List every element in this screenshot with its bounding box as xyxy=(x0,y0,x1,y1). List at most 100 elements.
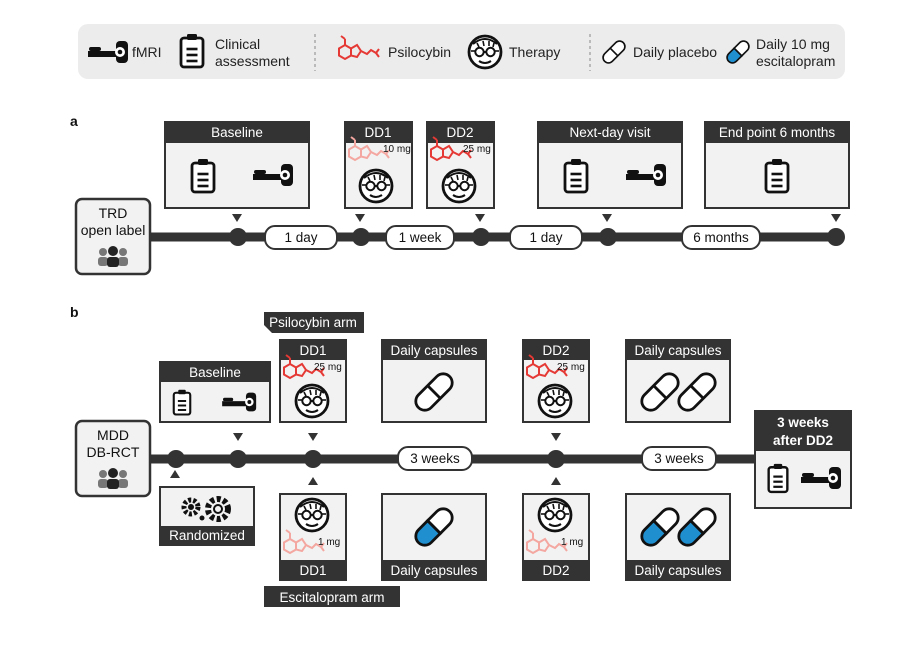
marker-arrow xyxy=(831,214,841,222)
marker-arrow xyxy=(602,214,612,222)
timeline-node xyxy=(304,450,322,468)
legend-escitalopram-line2: escitalopram xyxy=(756,53,835,69)
dd2-header xyxy=(523,340,589,360)
psilocybin-arm-tab xyxy=(264,312,364,333)
interval-label: 3 weeks xyxy=(410,451,460,466)
dd1-title: DD1 xyxy=(299,563,326,578)
timeline-node xyxy=(599,228,617,246)
interval-label: 1 day xyxy=(284,230,317,245)
marker-arrow xyxy=(170,470,180,478)
capsules-header xyxy=(382,340,486,360)
gears-icon xyxy=(181,496,231,522)
randomized-footer xyxy=(160,526,254,545)
clipboard-icon xyxy=(179,32,205,69)
mdd-start-box xyxy=(74,419,152,498)
clipboard-icon xyxy=(764,157,790,194)
therapist-face-icon xyxy=(441,168,477,204)
dd2-dose: 25 mg xyxy=(557,362,585,373)
interval-pill xyxy=(509,225,583,250)
dd1-header xyxy=(280,340,346,360)
clipboard-icon xyxy=(563,157,589,194)
randomized-title: Randomized xyxy=(169,528,245,543)
marker-arrow xyxy=(551,477,561,485)
legend-escitalopram-line1: Daily 10 mg xyxy=(756,36,830,52)
nextday-title: Next-day visit xyxy=(569,125,650,140)
legend: fMRI Clinical assessment Psilocybin Ther… xyxy=(78,24,845,79)
dd1-title: DD1 xyxy=(299,343,326,358)
marker-arrow xyxy=(308,477,318,485)
clipboard-icon xyxy=(767,462,789,494)
dd2-dose: 25 mg xyxy=(463,144,491,155)
marker-arrow xyxy=(232,214,242,222)
interval-pill xyxy=(264,225,338,250)
legend-fmri-label: fMRI xyxy=(132,44,162,60)
panel-a: a TRD open label Baseline DD1 10 mg DD2 … xyxy=(70,113,850,276)
legend-background xyxy=(78,24,845,79)
dd2-title: DD2 xyxy=(542,343,569,358)
dd2-title: DD2 xyxy=(542,563,569,578)
therapist-face-icon xyxy=(358,168,394,204)
dd1-dose: 10 mg xyxy=(383,144,411,155)
therapist-face-icon xyxy=(294,383,330,419)
timeline-node xyxy=(167,450,185,468)
baseline-title: Baseline xyxy=(211,125,263,140)
db-rct-label: DB-RCT xyxy=(87,444,140,460)
trd-start-box xyxy=(74,197,152,276)
mdd-label: MDD xyxy=(97,427,129,443)
interval-pill xyxy=(385,225,455,250)
interval-label: 1 day xyxy=(529,230,562,245)
panel-a-label: a xyxy=(70,113,78,129)
dd1-dose: 1 mg xyxy=(318,537,340,548)
endpoint-header xyxy=(705,122,849,143)
marker-arrow xyxy=(308,433,318,441)
therapist-face-icon xyxy=(537,383,573,419)
followup-title-line2: after DD2 xyxy=(773,433,833,448)
therapist-face-icon xyxy=(294,497,330,533)
interval-label: 6 months xyxy=(693,230,749,245)
therapist-face-icon xyxy=(467,34,503,70)
panel-b-label: b xyxy=(70,304,79,320)
interval-label: 3 weeks xyxy=(654,451,704,466)
interval-pill xyxy=(641,446,717,471)
interval-pill xyxy=(681,225,761,250)
therapist-face-icon xyxy=(537,497,573,533)
timeline-node xyxy=(229,450,247,468)
baseline-title: Baseline xyxy=(189,365,241,380)
marker-arrow xyxy=(475,214,485,222)
clipboard-icon xyxy=(172,388,192,416)
trd-label: TRD xyxy=(99,205,128,221)
open-label-label: open label xyxy=(81,222,146,238)
baseline-header xyxy=(165,122,309,143)
dd2-footer xyxy=(523,560,589,580)
endpoint-title: End point 6 months xyxy=(719,125,836,140)
capsules-title: Daily capsules xyxy=(390,563,477,578)
marker-arrow xyxy=(355,214,365,222)
capsules-footer xyxy=(382,560,486,580)
legend-clinical-line2: assessment xyxy=(215,53,290,69)
timeline-node xyxy=(827,228,845,246)
marker-arrow xyxy=(551,433,561,441)
legend-clinical-line1: Clinical xyxy=(215,36,260,52)
timeline-node xyxy=(229,228,247,246)
nextday-header xyxy=(538,122,682,143)
timeline-node xyxy=(352,228,370,246)
escitalopram-arm-label: Escitalopram arm xyxy=(279,590,384,605)
dd1-header xyxy=(345,122,412,143)
followup-header xyxy=(755,411,851,451)
capsules-footer xyxy=(626,560,730,580)
escitalopram-arm-tab xyxy=(264,586,400,607)
timeline-node xyxy=(547,450,565,468)
interval-pill xyxy=(397,446,473,471)
followup-title-line1: 3 weeks xyxy=(777,415,829,430)
legend-therapy-label: Therapy xyxy=(509,44,560,60)
capsules-header xyxy=(626,340,730,360)
dd2-dose: 1 mg xyxy=(561,537,583,548)
capsules-title: Daily capsules xyxy=(390,343,477,358)
dd1-title: DD1 xyxy=(364,125,391,140)
interval-label: 1 week xyxy=(399,230,442,245)
psilocybin-arm-label: Psilocybin arm xyxy=(269,315,357,330)
capsules-title: Daily capsules xyxy=(634,563,721,578)
dd2-title: DD2 xyxy=(446,125,473,140)
timeline-node xyxy=(472,228,490,246)
